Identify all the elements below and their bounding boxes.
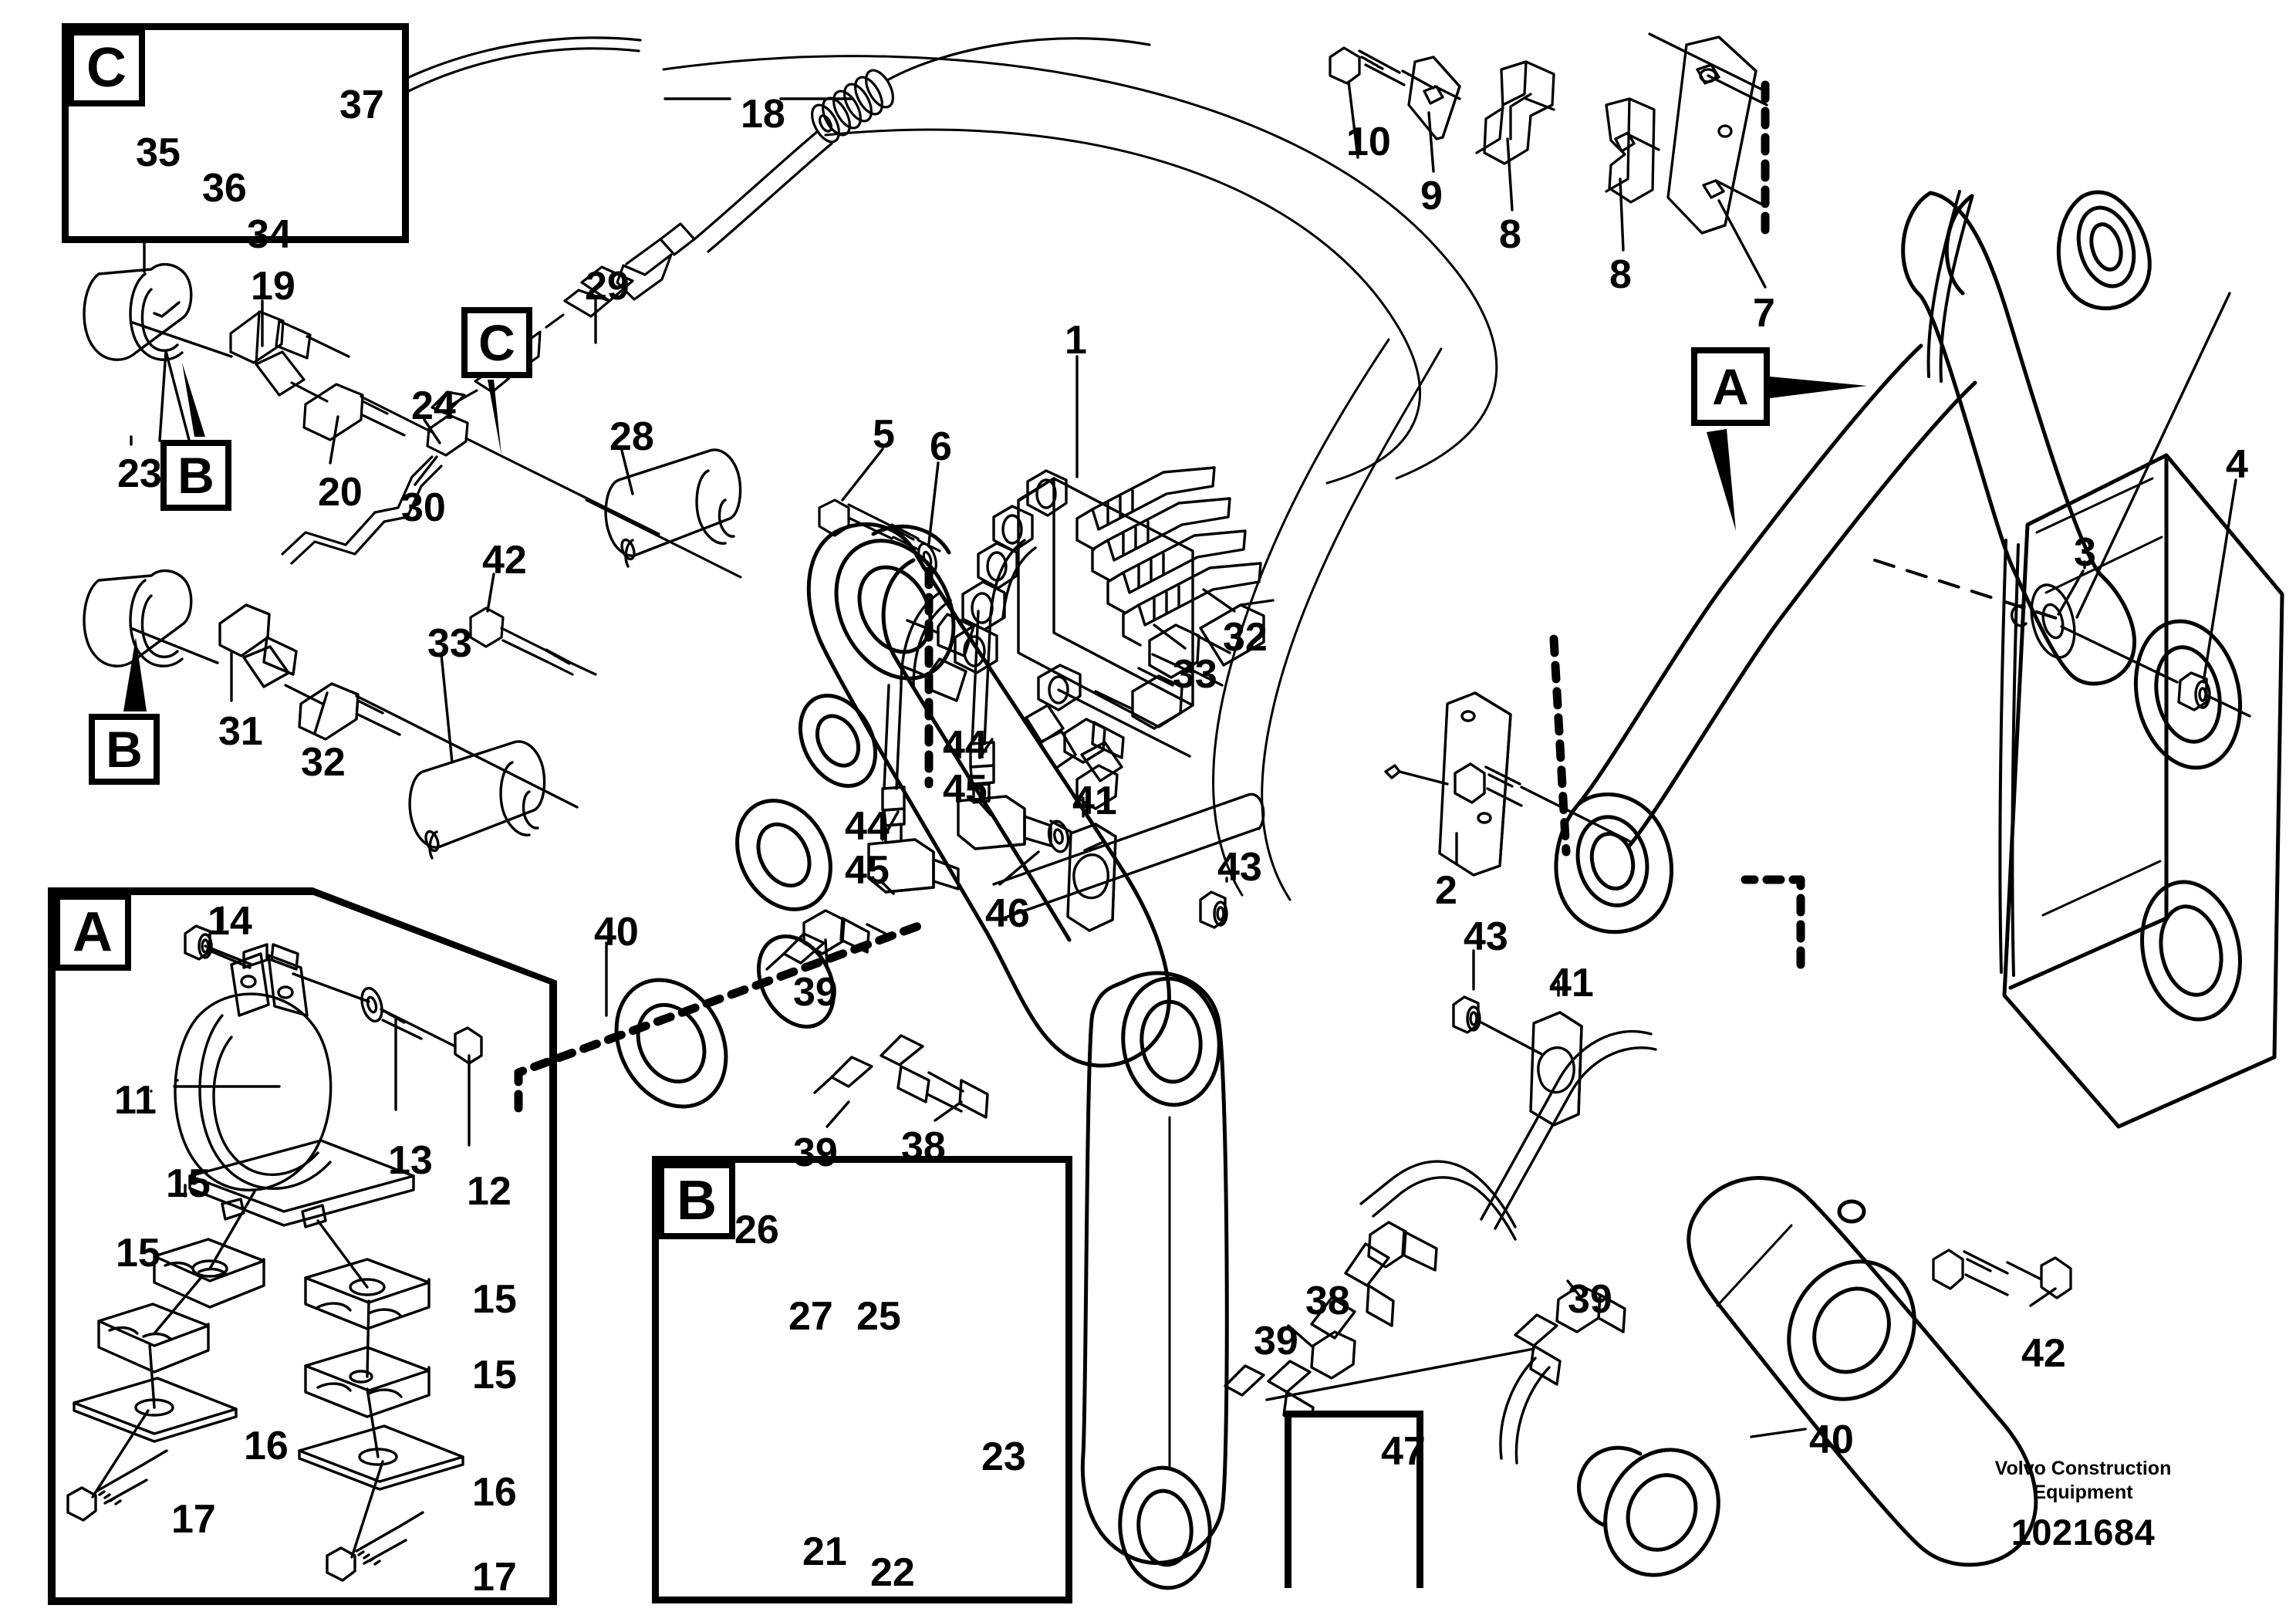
callout-17-a: 17 — [171, 1497, 216, 1542]
callout-47: 47 — [1381, 1429, 1426, 1474]
callout-19: 19 — [251, 264, 295, 309]
callout-8-a: 8 — [1499, 212, 1521, 257]
callout-30: 30 — [401, 485, 446, 530]
callout-39-d: 39 — [1568, 1277, 1612, 1322]
document-number: 1021684 — [2011, 1511, 2156, 1553]
callout-40-a: 40 — [594, 910, 639, 955]
section-marker-A-right: A — [1691, 347, 1770, 426]
callout-38-b: 38 — [1305, 1279, 1350, 1323]
callout-39-b: 39 — [793, 1130, 838, 1175]
brand-line-1: Volvo Construction — [1994, 1458, 2172, 1479]
callout-43-b: 43 — [1464, 914, 1508, 959]
callout-16-b: 16 — [472, 1470, 517, 1515]
callout-39-a: 39 — [793, 970, 838, 1015]
callout-17-b: 17 — [472, 1555, 517, 1600]
callout-29: 29 — [585, 264, 630, 309]
callout-37: 37 — [339, 83, 384, 127]
callout-32-b: 32 — [1223, 615, 1268, 660]
callout-15-d: 15 — [472, 1353, 517, 1397]
callout-23-b: 23 — [981, 1434, 1026, 1479]
callout-40-b: 40 — [1809, 1418, 1854, 1462]
callout-12: 12 — [467, 1169, 512, 1214]
callout-43-a: 43 — [1217, 845, 1262, 890]
callout-44-b: 44 — [845, 804, 890, 849]
callout-16-a: 16 — [244, 1424, 289, 1468]
callout-41-a: 41 — [1072, 779, 1117, 823]
detail-letter-A-bottom: A — [54, 894, 131, 971]
callout-39-c: 39 — [1254, 1319, 1298, 1363]
callout-38-a: 38 — [901, 1124, 946, 1169]
detail-box-tie-wrap — [1285, 1411, 1423, 1588]
callout-7: 7 — [1753, 291, 1775, 336]
callout-10: 10 — [1346, 120, 1391, 164]
callout-15-b: 15 — [116, 1231, 160, 1276]
section-marker-B-lower: B — [89, 714, 160, 785]
callout-31: 31 — [218, 709, 263, 754]
callout-13: 13 — [388, 1138, 433, 1183]
callout-42-a: 42 — [482, 538, 527, 583]
callout-21: 21 — [802, 1529, 847, 1574]
callout-4: 4 — [2226, 442, 2248, 487]
callout-9: 9 — [1420, 174, 1443, 218]
callout-25: 25 — [856, 1294, 901, 1339]
detail-box-A-bottom — [48, 887, 557, 1605]
callout-34: 34 — [247, 212, 292, 257]
callout-36: 36 — [202, 166, 247, 211]
callout-18: 18 — [741, 92, 785, 137]
callout-41-b: 41 — [1549, 961, 1594, 1005]
callout-14: 14 — [208, 899, 252, 944]
callout-32-a: 32 — [301, 740, 346, 785]
callout-45-b: 45 — [845, 848, 890, 893]
callout-26: 26 — [734, 1208, 779, 1252]
detail-box-A-outline — [48, 887, 557, 1605]
callout-1: 1 — [1065, 318, 1087, 363]
callout-45-a: 45 — [943, 767, 988, 812]
callout-28: 28 — [609, 414, 654, 459]
callout-44-a: 44 — [943, 723, 988, 768]
detail-letter-C-top: C — [68, 29, 145, 106]
callout-20-a: 20 — [318, 470, 363, 515]
detail-letter-B-bottom: B — [658, 1162, 735, 1239]
callout-46: 46 — [985, 891, 1030, 936]
callout-3: 3 — [2074, 530, 2096, 575]
callout-6: 6 — [930, 424, 952, 469]
callout-24: 24 — [411, 384, 456, 428]
callout-11: 11 — [114, 1078, 157, 1123]
callout-23-a: 23 — [117, 451, 162, 496]
callout-42-b: 42 — [2021, 1331, 2066, 1376]
section-marker-B-upper: B — [160, 440, 231, 511]
callout-2: 2 — [1435, 868, 1457, 913]
callout-22: 22 — [870, 1550, 915, 1595]
footer-branding: Volvo Construction Equipment 1021684 — [1921, 1457, 2245, 1555]
brand-line-2: Equipment — [2033, 1482, 2133, 1504]
callout-33-b: 33 — [1173, 652, 1217, 697]
callout-27: 27 — [788, 1294, 833, 1339]
callout-5: 5 — [873, 412, 895, 457]
callout-33-a: 33 — [427, 621, 472, 666]
callout-15-a: 15 — [166, 1161, 211, 1206]
callout-15-c: 15 — [472, 1277, 517, 1322]
callout-35: 35 — [136, 130, 181, 175]
section-marker-C-mid: C — [461, 307, 532, 378]
callout-8-b: 8 — [1609, 252, 1632, 297]
